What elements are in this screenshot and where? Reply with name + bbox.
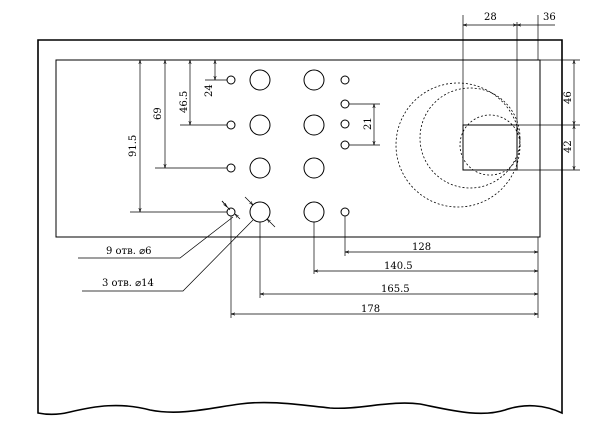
dashed-inner-circle [419, 87, 521, 189]
small-hole [226, 75, 236, 85]
large-hole [249, 69, 271, 91]
large-hole [303, 157, 325, 179]
callout-large-holes: 3 отв. ⌀14 [102, 278, 154, 289]
inner-panel [55, 59, 541, 238]
large-hole [249, 157, 271, 179]
large-holes [249, 69, 325, 223]
small-holes [226, 75, 350, 217]
dim-91-5: 91.5 [128, 135, 139, 157]
dim-140-5: 140.5 [384, 261, 413, 272]
small-hole [340, 75, 350, 85]
large-hole [303, 114, 325, 136]
small-hole [340, 99, 350, 109]
dim-28: 28 [484, 12, 497, 23]
square-window [462, 124, 518, 171]
leader-large-holes [82, 219, 254, 292]
dim-69: 69 [153, 107, 164, 120]
plate-outline [37, 39, 563, 416]
small-hole [226, 163, 236, 173]
small-hole [340, 140, 350, 150]
small-hole [226, 207, 236, 217]
dim-165-5: 165.5 [381, 284, 410, 295]
dim-24: 24 [204, 84, 215, 97]
dim-128: 128 [412, 242, 431, 253]
small-hole [340, 207, 350, 217]
small-hole [340, 119, 350, 129]
small-hole [226, 120, 236, 130]
large-hole [303, 201, 325, 223]
dim-46-5: 46.5 [179, 91, 190, 113]
large-hole [303, 69, 325, 91]
dim-21: 21 [363, 117, 374, 130]
dim-36: 36 [543, 12, 556, 23]
dashed-outer-circle [395, 82, 521, 208]
large-hole [249, 114, 271, 136]
dim-46: 46 [563, 91, 574, 104]
callout-small-holes: 9 отв. ⌀6 [106, 246, 151, 257]
leader-small-holes [78, 216, 234, 259]
dim-42: 42 [563, 140, 574, 153]
dim-178: 178 [361, 304, 380, 315]
dashed-small-circle [459, 114, 521, 176]
